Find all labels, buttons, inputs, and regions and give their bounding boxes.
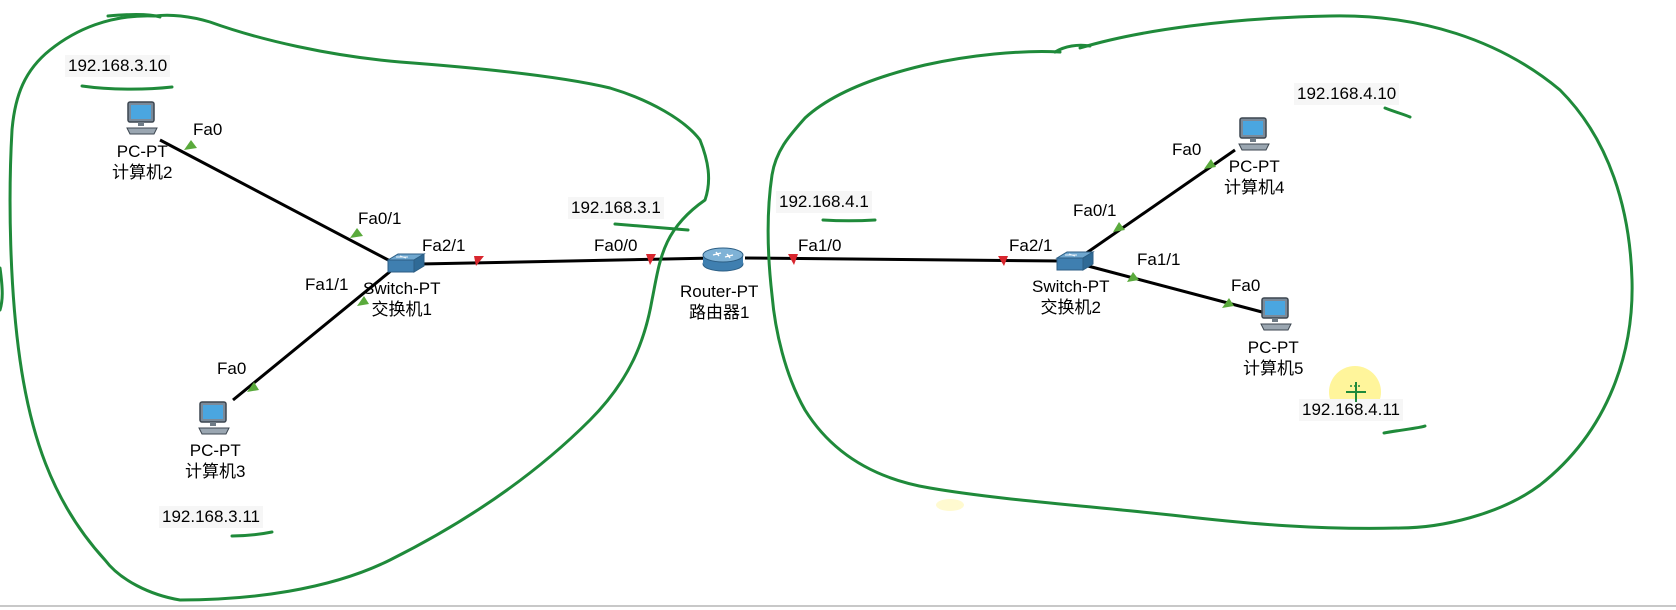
port-down-indicators <box>474 254 1008 266</box>
pen-stroke <box>0 266 4 312</box>
ip-underline-pc3 <box>230 530 274 538</box>
device-switch2[interactable]: Switch-PT 交换机2 <box>1032 276 1109 318</box>
port-down-indicator <box>646 254 656 265</box>
port-up-indicator <box>247 382 259 392</box>
ip-underline-pc5 <box>1382 424 1427 435</box>
ip-label-pc2: 192.168.3.10 <box>65 55 171 77</box>
device-type: Router-PT <box>680 282 759 301</box>
port-up-indicator <box>184 140 197 150</box>
port-down-indicator <box>474 256 484 266</box>
port-up-indicator <box>1113 222 1125 232</box>
port-label-pc2-fa0: Fa0 <box>193 120 223 139</box>
crosshair-cursor-icon <box>1344 380 1368 409</box>
port-down-indicator <box>998 256 1008 266</box>
port-up-indicator <box>1127 272 1139 282</box>
link-switch2-pc5[interactable] <box>1087 264 1263 314</box>
port-up-indicator <box>350 228 363 238</box>
computer-icon[interactable] <box>124 100 160 141</box>
port-label-sw2-fa1-1: Fa1/1 <box>1137 250 1181 269</box>
computer-icon[interactable] <box>1258 296 1294 337</box>
device-pc5[interactable]: PC-PT 计算机5 <box>1243 337 1303 379</box>
port-label-pc3-fa0: Fa0 <box>217 359 247 378</box>
ip-label-pc4: 192.168.4.10 <box>1294 83 1400 105</box>
port-label-sw2-fa2-1: Fa2/1 <box>1009 236 1053 255</box>
switch-icon[interactable] <box>1055 250 1095 277</box>
port-label-r1-fa1-0: Fa1/0 <box>798 236 842 255</box>
port-label-pc5-fa0: Fa0 <box>1231 276 1261 295</box>
links <box>159 138 1263 402</box>
port-up-indicator <box>357 296 369 306</box>
device-name: 交换机1 <box>371 300 432 319</box>
ip-underline-pc2 <box>80 84 174 91</box>
device-type: PC-PT <box>1228 157 1280 176</box>
ip-underline-r1-left <box>613 222 690 232</box>
highlight-smudge <box>936 499 964 511</box>
ip-underline-pc4 <box>1383 106 1412 119</box>
device-name: 交换机2 <box>1040 298 1101 317</box>
port-label-pc4-fa0: Fa0 <box>1172 140 1202 159</box>
port-label-sw1-fa1-1: Fa1/1 <box>305 275 349 294</box>
device-name: 计算机5 <box>1243 359 1304 378</box>
port-label-sw1-fa2-1: Fa2/1 <box>422 236 466 255</box>
link-switch1-router1[interactable] <box>419 256 716 266</box>
ip-label-pc3: 192.168.3.11 <box>159 506 263 528</box>
device-name: 计算机3 <box>185 462 246 481</box>
link-router1-switch2[interactable] <box>744 256 1063 263</box>
pen-stroke <box>1053 43 1092 54</box>
device-name: 计算机2 <box>112 163 173 182</box>
device-name: 路由器1 <box>688 303 750 322</box>
computer-icon[interactable] <box>196 400 232 441</box>
port-down-indicator <box>788 254 798 265</box>
device-type: Switch-PT <box>363 279 441 298</box>
ip-label-pc5: 192.168.4.11 <box>1299 399 1403 421</box>
network-3-outline <box>8 13 711 602</box>
ip-label-router1-left: 192.168.3.1 <box>568 197 664 219</box>
port-up-indicator <box>1222 298 1234 308</box>
switch-icon[interactable] <box>386 252 426 279</box>
device-pc2[interactable]: PC-PT 计算机2 <box>112 141 172 183</box>
computer-icon[interactable] <box>1236 116 1272 157</box>
port-up-indicator <box>1204 159 1216 169</box>
network-4-outline <box>766 14 1634 530</box>
device-name: 计算机4 <box>1224 178 1285 197</box>
ip-underline-r1-right <box>821 218 877 223</box>
device-type: Switch-PT <box>1032 277 1110 296</box>
link-pc3-switch1[interactable] <box>232 268 393 402</box>
router-icon[interactable] <box>701 246 745 277</box>
port-label-r1-fa0-0: Fa0/0 <box>594 236 638 255</box>
device-type: PC-PT <box>189 441 241 460</box>
port-label-sw2-fa0-1: Fa0/1 <box>1073 201 1117 220</box>
hand-drawn-annotations <box>0 13 1634 602</box>
ip-label-router1-right: 192.168.4.1 <box>776 191 872 213</box>
device-type: PC-PT <box>116 142 168 161</box>
device-type: PC-PT <box>1247 338 1299 357</box>
port-label-sw1-fa0-1: Fa0/1 <box>358 209 402 228</box>
device-pc4[interactable]: PC-PT 计算机4 <box>1224 156 1284 198</box>
device-router1[interactable]: Router-PT 路由器1 <box>680 281 758 323</box>
device-switch1[interactable]: Switch-PT 交换机1 <box>363 278 440 320</box>
pen-stroke <box>106 13 162 19</box>
port-up-indicators <box>184 140 1234 392</box>
device-pc3[interactable]: PC-PT 计算机3 <box>185 440 245 482</box>
link-pc2-switch1[interactable] <box>159 138 393 264</box>
